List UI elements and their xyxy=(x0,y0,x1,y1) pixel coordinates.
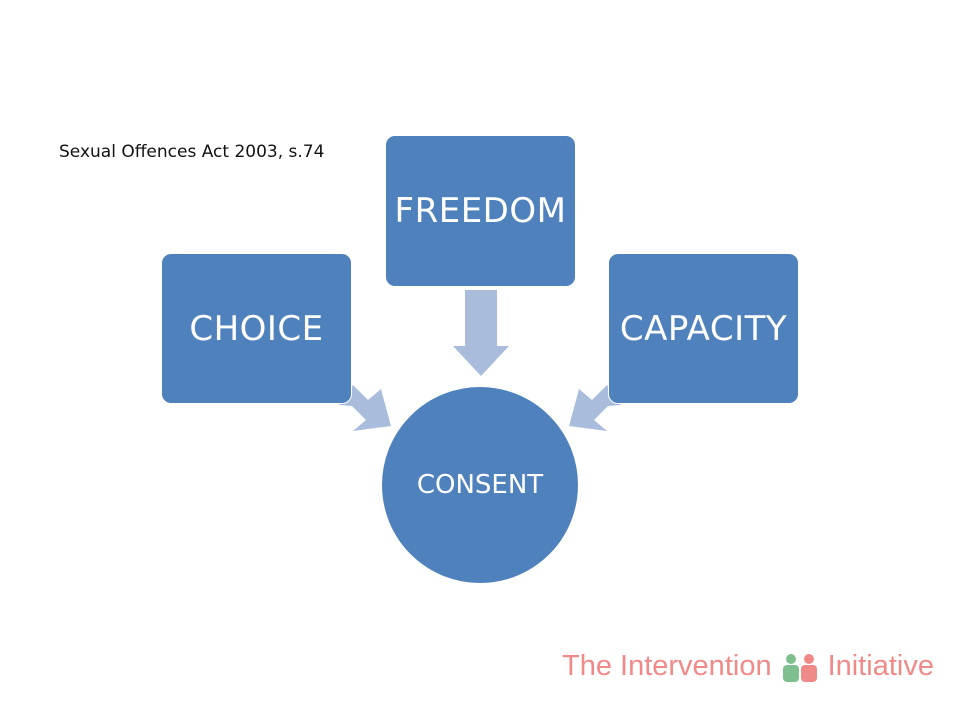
arrow-choice-to-consent xyxy=(339,385,391,431)
two-people-icon xyxy=(780,652,820,682)
node-choice: CHOICE xyxy=(161,253,352,404)
node-capacity: CAPACITY xyxy=(608,253,799,404)
source-caption: Sexual Offences Act 2003, s.74 xyxy=(59,142,325,162)
node-freedom: FREEDOM xyxy=(385,135,576,287)
node-consent: CONSENT xyxy=(380,385,580,585)
logo-text-right: Initiative xyxy=(827,650,934,682)
logo-text-left: The Intervention xyxy=(562,650,772,682)
arrow-freedom-to-consent xyxy=(453,290,509,376)
intervention-initiative-logo: The Intervention Initiative xyxy=(562,650,934,683)
